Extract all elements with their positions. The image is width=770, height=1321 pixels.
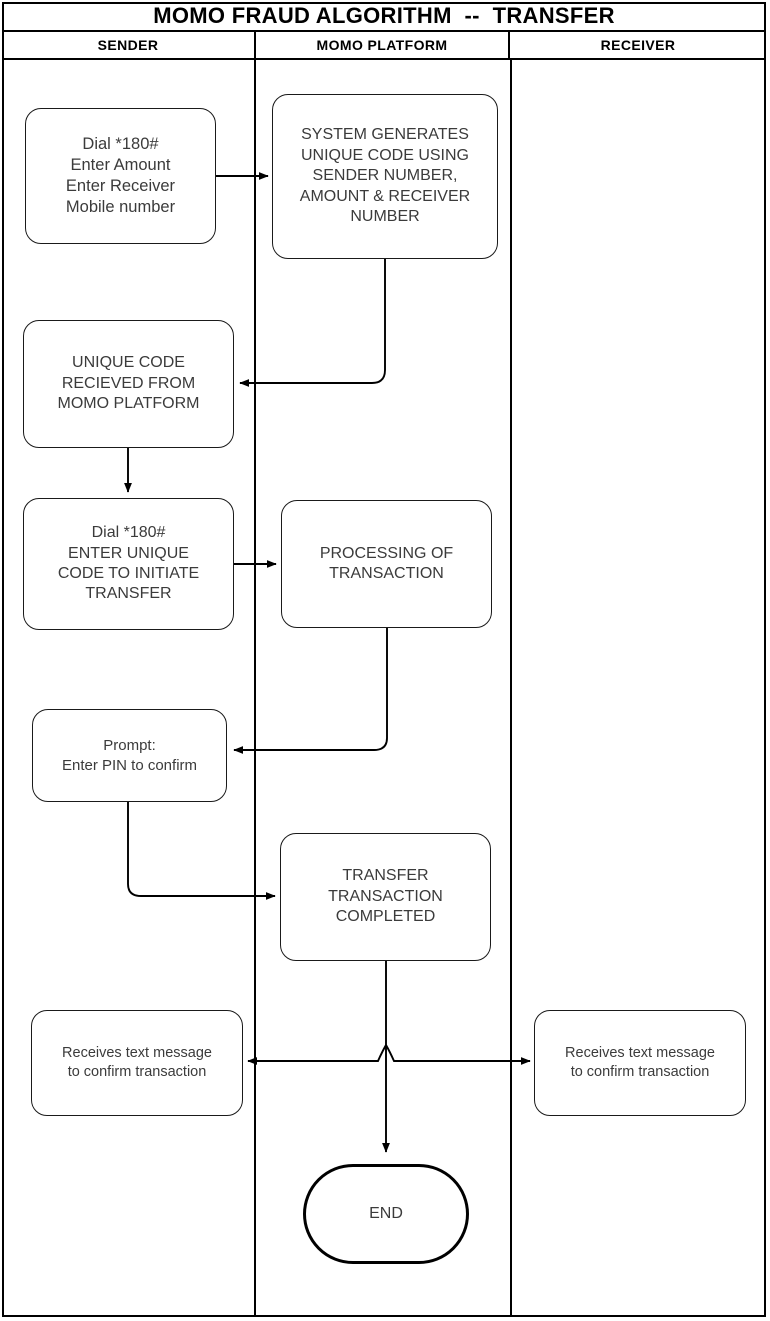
node-label: PROCESSING OF TRANSACTION [319,544,454,582]
node-sender-pin-prompt[interactable]: Prompt: Enter PIN to confirm [32,709,227,802]
node-label: Dial *180# Enter Amount Enter Receiver M… [65,134,176,217]
diagram-title-band: MOMO FRAUD ALGORITHM -- TRANSFER [2,2,766,32]
node-sender-dial-start[interactable]: Dial *180# Enter Amount Enter Receiver M… [25,108,216,244]
lane-divider-platform-receiver [510,60,512,1315]
lane-header-receiver: RECEIVER [600,37,676,53]
node-sender-dial-initiate[interactable]: Dial *180# ENTER UNIQUE CODE TO INITIATE… [23,498,234,630]
node-platform-generate-code[interactable]: SYSTEM GENERATES UNIQUE CODE USING SENDE… [272,94,498,259]
node-label: TRANSFER TRANSACTION COMPLETED [328,867,443,926]
node-sender-sms[interactable]: Receives text message to confirm transac… [31,1010,243,1116]
node-label: Receives text message to confirm transac… [62,1045,212,1080]
lane-header-platform: MOMO PLATFORM [254,32,510,58]
node-label: SYSTEM GENERATES UNIQUE CODE USING SENDE… [299,126,471,226]
node-label: UNIQUE CODE RECIEVED FROM MOMO PLATFORM [57,354,200,413]
node-label: Dial *180# ENTER UNIQUE CODE TO INITIATE… [57,524,200,603]
lane-divider-sender-platform [254,60,256,1315]
lane-header-band: SENDER MOMO PLATFORM RECEIVER [2,32,766,60]
node-label: END [369,1204,403,1222]
page-title: MOMO FRAUD ALGORITHM -- TRANSFER [153,3,615,28]
node-receiver-sms[interactable]: Receives text message to confirm transac… [534,1010,746,1116]
node-sender-code-received[interactable]: UNIQUE CODE RECIEVED FROM MOMO PLATFORM [23,320,234,448]
lane-header-sender: SENDER [97,37,159,53]
node-end-terminal[interactable]: END [303,1164,469,1264]
node-platform-processing[interactable]: PROCESSING OF TRANSACTION [281,500,492,628]
node-platform-transfer-completed[interactable]: TRANSFER TRANSACTION COMPLETED [280,833,491,961]
node-label: Receives text message to confirm transac… [565,1045,715,1080]
node-label: Prompt: Enter PIN to confirm [61,737,198,774]
